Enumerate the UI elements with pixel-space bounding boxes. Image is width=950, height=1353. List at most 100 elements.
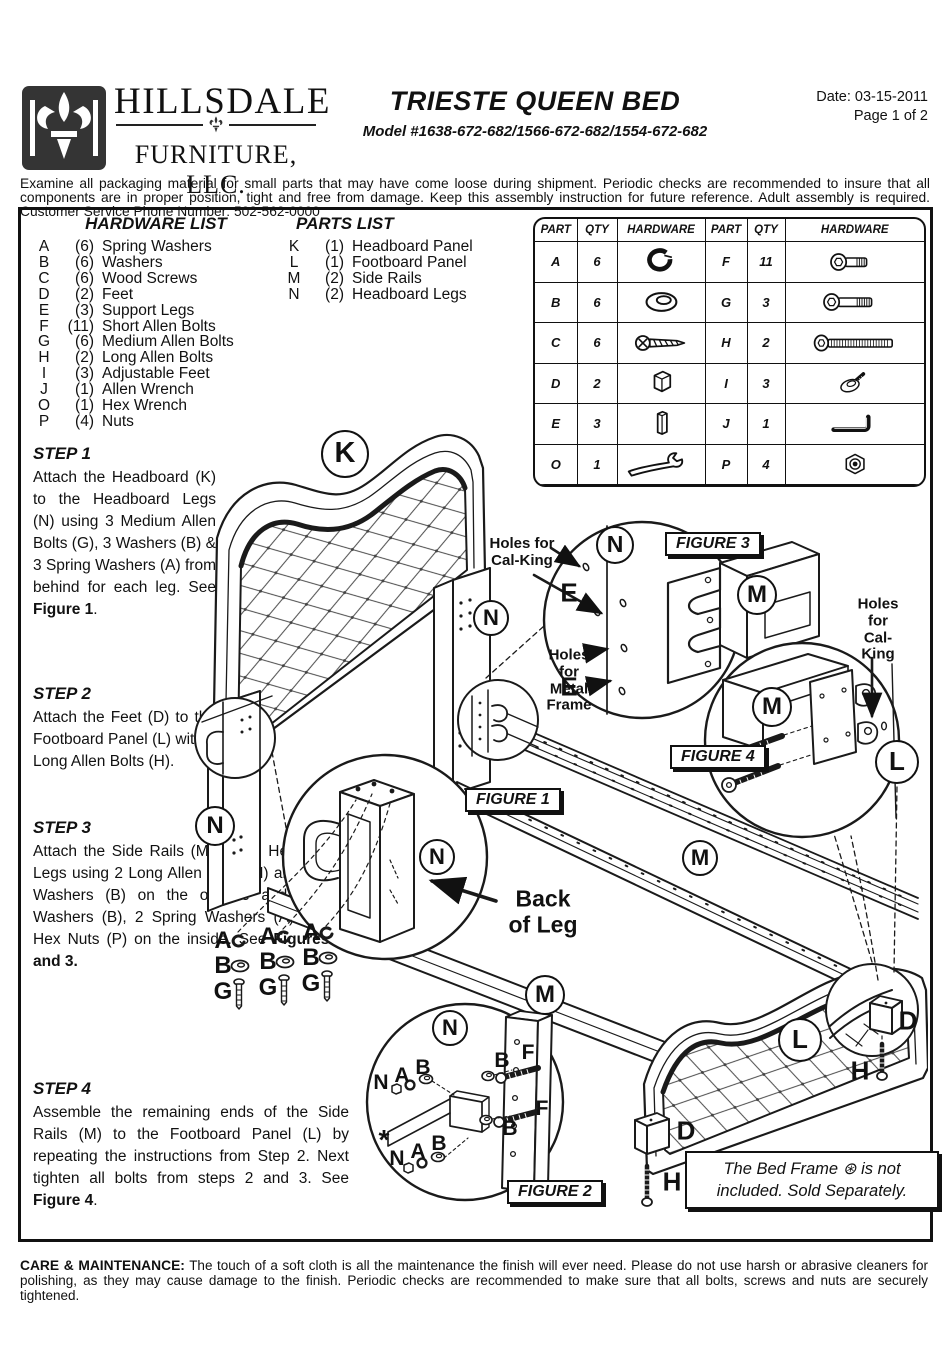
foot-block-icon [616, 362, 706, 404]
part-letter-label: G [258, 974, 278, 1001]
part-letter: O [535, 443, 578, 485]
spring-washer-icon [231, 934, 246, 948]
part-circle-label-N: N [596, 526, 634, 564]
part-qty: 6 [576, 241, 618, 283]
flat-washer-icon [230, 951, 338, 973]
wood-screw-icon [616, 322, 706, 364]
spring-washer-icon [276, 930, 291, 944]
step-title: STEP 3 [33, 818, 91, 837]
item-letter: F [39, 317, 49, 335]
item-letter: O [37, 397, 51, 415]
date-label: Date: 03-15-2011 [816, 89, 928, 105]
col-header: PART [704, 219, 748, 242]
item-qty: (3) [75, 365, 94, 383]
item-name: Wood Screws [102, 269, 198, 287]
hardware-table-row: D 2 I 3 [535, 362, 924, 404]
item-name: Long Allen Bolts [102, 349, 214, 367]
item-qty: (6) [75, 238, 94, 255]
step-body: Attach the Feet (D) to the Footboard Pan… [33, 707, 216, 773]
part-circle-label-M: M [525, 975, 565, 1015]
item-letter: P [38, 412, 50, 430]
part-circle-label-N: N [419, 839, 455, 875]
parts-list-item: L (1) Footboard Panel [282, 255, 512, 271]
step-body: Attach the Side Rails (M) to the Headboa… [33, 841, 345, 973]
content-border-box [18, 207, 933, 1242]
step-body: Assemble the remaining ends of the Side … [33, 1102, 349, 1212]
part-qty: 4 [746, 443, 786, 485]
item-letter: E [38, 301, 50, 319]
item-letter: J [40, 381, 48, 399]
step-text: . [93, 601, 98, 618]
item-letter: D [38, 285, 50, 303]
page-number: Page 1 of 2 [853, 108, 928, 124]
hardware-table-row: O 1 P 4 [535, 443, 924, 485]
col-header: QTY [746, 219, 786, 242]
flat-washer-icon [616, 281, 706, 323]
col-header: PART [535, 219, 578, 242]
brand-block: HILLSDALE FURNITURE, LLC. [114, 82, 329, 200]
adjustable-foot-icon [784, 362, 924, 404]
hardware-list-title: HARDWARE LIST [85, 214, 227, 233]
item-letter: I [41, 365, 47, 383]
headboard-panel [211, 433, 487, 771]
item-qty: (1) [325, 238, 344, 255]
part-letter-label: F [535, 1097, 549, 1120]
part-qty: 2 [576, 362, 618, 404]
intro-paragraph: Examine all packaging material for small… [20, 175, 930, 219]
item-name: Hex Wrench [102, 397, 187, 415]
step-text: Attach the Side Rails (M) to the Headboa… [33, 843, 345, 948]
item-letter: G [37, 333, 51, 351]
part-qty: 11 [746, 241, 786, 283]
item-qty: (2) [75, 285, 94, 303]
item-qty: (11) [67, 317, 94, 335]
item-letter: L [289, 253, 299, 271]
part-letter-label: E [560, 671, 578, 702]
part-qty: 6 [576, 322, 618, 364]
item-name: Medium Allen Bolts [102, 333, 234, 351]
part-letter-label: D [676, 1115, 696, 1146]
part-letter-label: B [214, 952, 232, 979]
foot-bottom [634, 1112, 670, 1207]
item-name: Support Legs [102, 301, 195, 319]
part-letter-label: G [301, 970, 321, 997]
parts-list-title: PARTS LIST [296, 214, 394, 233]
part-letter-label: N [373, 1071, 389, 1094]
item-name: Headboard Legs [352, 285, 467, 303]
hardware-list-item: B (6) Washers [32, 255, 280, 271]
part-letter-label: * [378, 1124, 390, 1155]
item-name: Allen Wrench [102, 381, 194, 399]
hardware-list-item: G (6) Medium Allen Bolts [32, 334, 280, 350]
part-letter-label: B [302, 944, 320, 971]
step-3: STEP 3 Attach the Side Rails (M) to the … [33, 818, 345, 973]
col-header: HARDWARE [616, 219, 706, 242]
rail-bracket-detail-circle [457, 679, 539, 761]
item-letter: N [288, 285, 300, 303]
brand-suffix: FURNITURE, LLC. [134, 140, 298, 199]
allen-bolt-icon [233, 970, 333, 1010]
item-name: Washers [102, 253, 163, 271]
item-qty: (6) [75, 269, 94, 287]
diagram-annotation: Back of Leg [508, 885, 578, 937]
assembly-diagram: The Bed Frame ⊛ is not included. Sold Se… [20, 420, 939, 1236]
figure-label: FIGURE 1 [465, 788, 561, 812]
hardware-list-item: A (6) Spring Washers [32, 239, 280, 255]
assembly-line-art [194, 433, 928, 1207]
item-name: Short Allen Bolts [102, 317, 216, 335]
title-block: TRIESTE QUEEN BED Model #1638-672-682/15… [330, 86, 740, 140]
figure1-detail [281, 753, 489, 961]
care-text: The touch of a soft cloth is all the mai… [20, 1257, 929, 1303]
parts-list: PARTS LIST K (1) Headboard Panel L (1) F… [282, 214, 512, 303]
item-letter: H [38, 349, 50, 367]
part-letter-label: A [259, 923, 277, 950]
bed-frame-note: The Bed Frame ⊛ is not included. Sold Se… [685, 1151, 939, 1209]
step-figure-ref: Figure 4 [33, 1192, 94, 1209]
short-allen-bolt-icon [784, 241, 924, 283]
care-label: CARE & MAINTENANCE: [20, 1257, 185, 1273]
part-letter-label: F [521, 1041, 535, 1064]
hardware-table-row: B 6 G 3 [535, 281, 924, 323]
item-letter: B [38, 253, 50, 271]
hardware-table-row: C 6 H 2 [535, 322, 924, 364]
step-text: . [93, 1192, 98, 1209]
item-letter: K [288, 238, 300, 255]
